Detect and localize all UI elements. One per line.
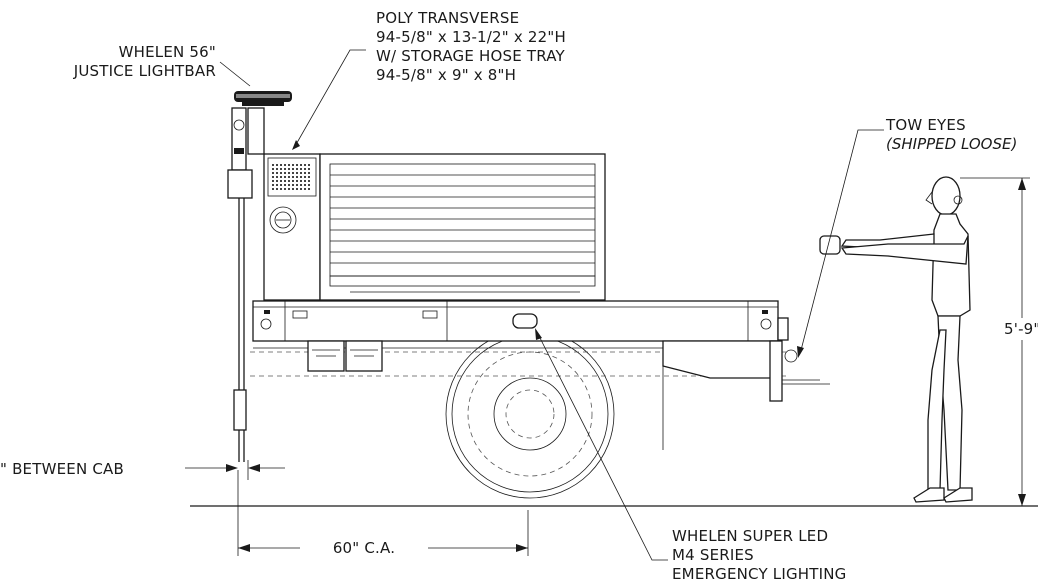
emergency-leader (535, 329, 668, 561)
under-toolboxes (307, 340, 383, 372)
height-dimension (960, 177, 1030, 506)
between-cab-label: " BETWEEN CAB (0, 460, 124, 478)
lightbar-mast (227, 107, 265, 462)
ca-dimension (238, 510, 529, 556)
ca-dim-label: 60" C.A. (333, 539, 395, 557)
justice-lightbar (234, 91, 292, 106)
transverse-label-line2: 94-5/8" x 13-1/2" x 22"H (376, 28, 566, 46)
m4-emergency-light (512, 313, 538, 329)
rear-wheel (445, 329, 615, 499)
transverse-label-line3: W/ STORAGE HOSE TRAY (376, 47, 566, 65)
emergency-label-line1: WHELEN SUPER LED (672, 527, 828, 545)
person-figure (819, 176, 973, 503)
lightbar-leader (219, 61, 251, 87)
lightbar-label-line1: WHELEN 56" (119, 43, 216, 61)
tow-eyes-leader (799, 129, 884, 355)
emergency-label-line3: EMERGENCY LIGHTING (672, 565, 847, 583)
between-cab-dimension (185, 460, 285, 556)
height-dim-label: 5'-9" (1004, 320, 1038, 338)
transverse-label-line1: POLY TRANSVERSE (376, 9, 519, 27)
tow-eyes-note: (SHIPPED LOOSE) (886, 135, 1017, 153)
transverse-label-line4: 94-5/8" x 9" x 8"H (376, 66, 516, 84)
tow-eyes-label: TOW EYES (885, 116, 966, 134)
rear-bumper (662, 317, 830, 450)
transverse-leader (293, 49, 366, 149)
roll-up-door-body (319, 153, 606, 301)
emergency-label-line2: M4 SERIES (672, 546, 754, 564)
transverse-compartment (263, 153, 321, 301)
lightbar-label-line2: JUSTICE LIGHTBAR (73, 62, 216, 80)
